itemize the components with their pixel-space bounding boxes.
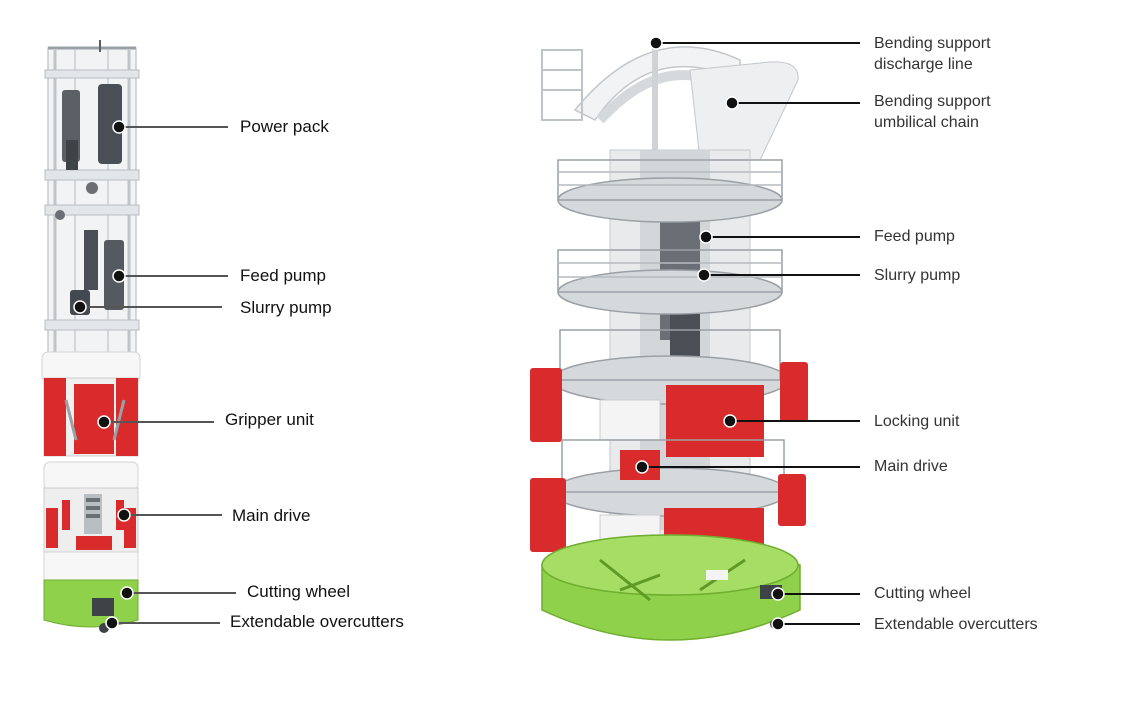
- label-main-drive-right: Main drive: [874, 458, 948, 475]
- label-bending-support-discharge-line-2: discharge line: [874, 56, 973, 73]
- callout-dot: [97, 415, 111, 429]
- label-bending-support-discharge-line-1: Bending support: [874, 35, 991, 52]
- label-main-drive-left: Main drive: [232, 506, 311, 525]
- callout-dot: [649, 36, 663, 50]
- callout-dot: [117, 508, 131, 522]
- callout-dot: [105, 616, 119, 630]
- label-bending-support-umbilical-chain-1: Bending support: [874, 93, 991, 110]
- label-bending-support-umbilical-chain-2: umbilical chain: [874, 114, 979, 131]
- label-locking-unit: Locking unit: [874, 413, 960, 430]
- callout-dot: [723, 414, 737, 428]
- right-upper-platform: [557, 159, 783, 223]
- left-cutting-wheel: [43, 579, 139, 633]
- right-pump-platform: [557, 249, 783, 315]
- label-power-pack: Power pack: [240, 117, 329, 136]
- left-machine: [41, 40, 141, 633]
- left-callouts: [73, 120, 236, 630]
- callout-dot: [697, 268, 711, 282]
- right-cutting-wheel: [541, 534, 801, 641]
- callout-dot: [771, 587, 785, 601]
- left-power-pack-frame: [44, 40, 140, 359]
- label-extendable-overcutters-left: Extendable overcutters: [230, 612, 404, 631]
- right-bending-supports: [541, 45, 799, 161]
- callout-dot: [725, 96, 739, 110]
- left-gripper-unit: [43, 377, 139, 457]
- label-slurry-pump-right: Slurry pump: [874, 267, 961, 284]
- label-gripper-unit: Gripper unit: [225, 410, 314, 429]
- label-extendable-overcutters-right: Extendable overcutters: [874, 616, 1038, 633]
- callout-dot: [112, 120, 126, 134]
- callout-dot: [73, 300, 87, 314]
- callout-dot: [771, 617, 785, 631]
- label-cutting-wheel-left: Cutting wheel: [247, 582, 351, 601]
- left-main-drive: [43, 461, 139, 555]
- right-locking-unit: [530, 329, 808, 457]
- callout-dot: [699, 230, 713, 244]
- right-machine: [530, 45, 808, 641]
- label-feed-pump-right: Feed pump: [874, 228, 955, 245]
- right-callouts: [635, 36, 860, 631]
- label-cutting-wheel-right: Cutting wheel: [874, 585, 971, 602]
- callout-dot: [112, 269, 126, 283]
- callout-dot: [120, 586, 134, 600]
- label-feed-pump-left: Feed pump: [240, 266, 326, 285]
- callout-dot: [635, 460, 649, 474]
- label-slurry-pump-left: Slurry pump: [240, 298, 332, 317]
